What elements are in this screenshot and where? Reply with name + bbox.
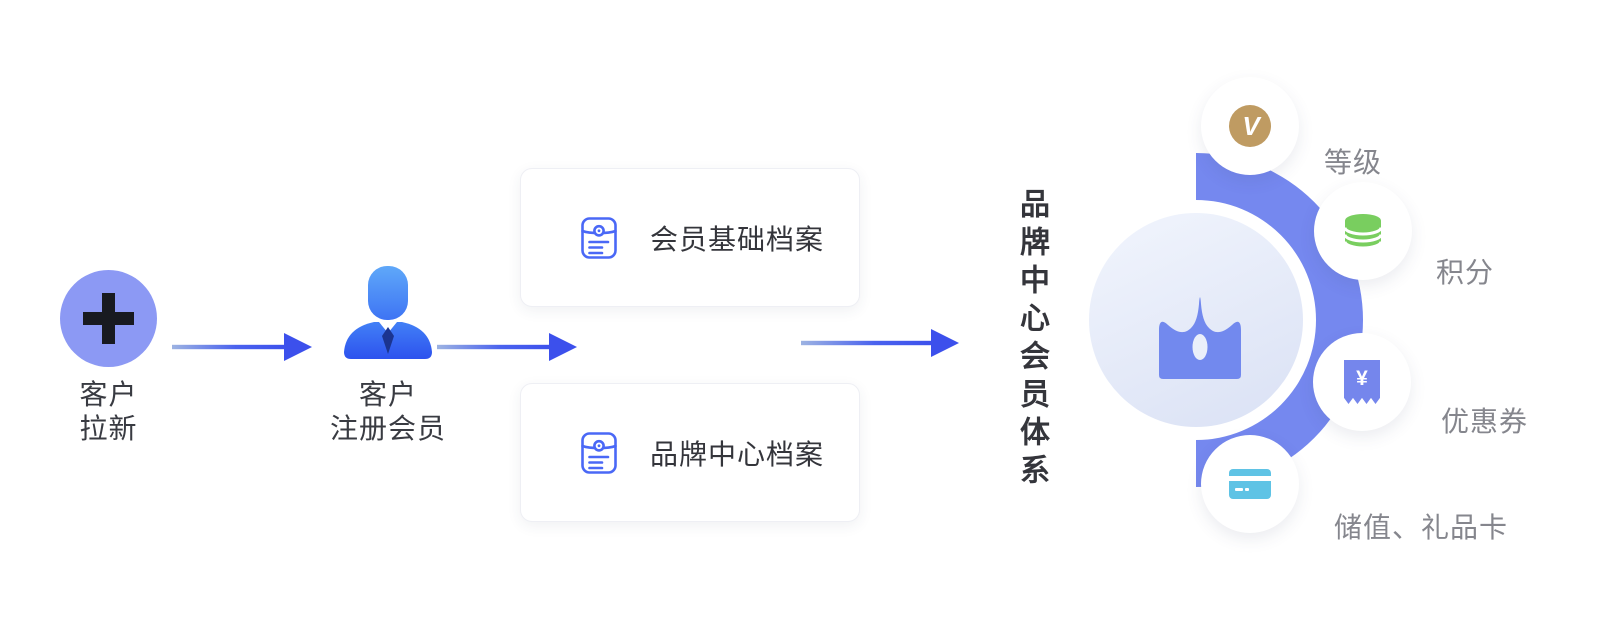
level-label: 等级	[1324, 147, 1383, 178]
customer-acquisition-node	[60, 270, 157, 367]
label-line: 客户	[358, 379, 417, 410]
coupon-label: 优惠券	[1441, 406, 1529, 437]
gift-card-label: 储值、礼品卡	[1334, 512, 1509, 543]
membership-hub: V 等级 积分 ¥ 优惠券	[1020, 40, 1600, 600]
customer-acquisition-label: 客户 拉新	[28, 378, 189, 446]
gift-card-benefit-circle	[1201, 435, 1299, 533]
member-register-label: 客户 注册会员	[288, 378, 488, 446]
coupon-benefit-circle: ¥	[1313, 333, 1411, 431]
points-coins-icon	[1343, 213, 1383, 249]
card-line	[1245, 488, 1249, 491]
points-label: 积分	[1436, 257, 1495, 288]
archive-card-label: 品牌中心档案	[650, 438, 825, 470]
card-stripe	[1229, 476, 1271, 481]
gift-card-icon	[1229, 469, 1271, 499]
vip-glyph: V	[1242, 110, 1260, 141]
archive-card-label: 会员基础档案	[650, 223, 825, 255]
label-line: 客户	[79, 379, 138, 410]
contact-card-icon	[581, 431, 617, 474]
hub-main-circle	[1089, 213, 1303, 427]
registered-member-icon	[344, 266, 432, 359]
label-line: 注册会员	[329, 413, 446, 444]
flow-arrow-icon	[172, 333, 312, 361]
flow-arrow-icon	[801, 329, 959, 357]
vip-level-icon: V	[1229, 105, 1271, 147]
flow-arrow-icon	[437, 333, 577, 361]
coupon-receipt-icon: ¥	[1344, 360, 1380, 404]
plus-icon	[102, 293, 115, 344]
contact-card-icon	[581, 216, 617, 259]
points-benefit-circle	[1314, 182, 1412, 280]
member-basic-archive-card: 会员基础档案	[520, 168, 860, 307]
brand-center-archive-card: 品牌中心档案	[520, 383, 860, 522]
crown-icon	[1159, 297, 1241, 379]
card-line	[1235, 488, 1243, 491]
membership-system-title: 品牌中心会员体系	[1015, 188, 1048, 492]
label-line: 拉新	[79, 413, 138, 444]
level-benefit-circle: V	[1201, 77, 1299, 175]
yen-glyph: ¥	[1356, 367, 1368, 390]
